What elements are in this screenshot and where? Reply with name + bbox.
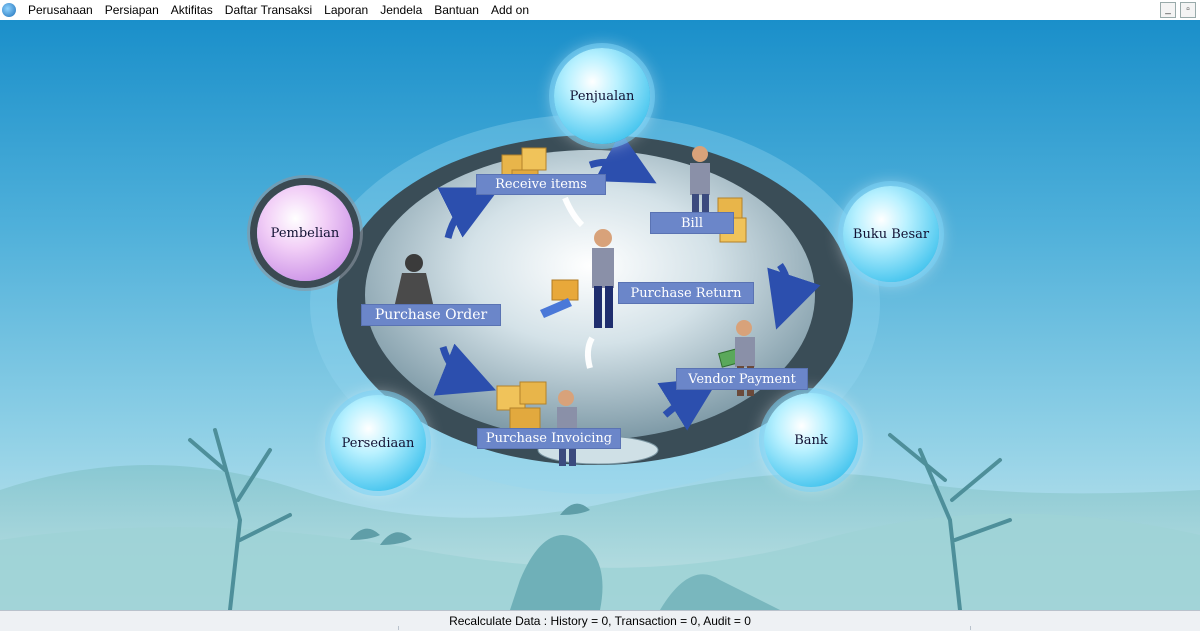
module-pembelian-label: Pembelian [270,225,340,241]
status-bar: Recalculate Data : History = 0, Transact… [0,610,1200,631]
flow-arrows [433,132,821,431]
window-controls: _ ▫ [1160,2,1196,18]
rock-center [660,574,780,610]
module-penjualan-button[interactable]: Penjualan [554,48,650,144]
person-center-icon [540,229,614,328]
rock-left [510,535,603,610]
vendor-payment-button[interactable]: Vendor Payment [676,368,808,390]
module-buku-besar-label: Buku Besar [852,226,930,242]
status-divider [970,626,971,630]
tree-right [888,433,1012,610]
module-persediaan-label: Persediaan [341,435,415,451]
ground-foreground [0,513,1200,610]
purchase-order-button[interactable]: Purchase Order [361,304,501,326]
status-text: Recalculate Data : History = 0, Transact… [449,614,751,628]
module-pembelian-button[interactable]: Pembelian [257,185,353,281]
menu-aktifitas[interactable]: Aktifitas [170,3,213,17]
module-buku-besar-button[interactable]: Buku Besar [843,186,939,282]
menu-perusahaan[interactable]: Perusahaan [28,3,93,17]
boxes-invoice-icon [496,381,547,433]
person-phone-icon [394,254,434,308]
purchase-invoicing-button[interactable]: Purchase Invoicing [477,428,621,449]
workflow-canvas: Penjualan Pembelian Buku Besar Persediaa… [0,20,1200,610]
menu-bantuan[interactable]: Bantuan [434,3,479,17]
birds [350,503,590,545]
receive-items-button[interactable]: Receive items [476,174,606,195]
minimize-button[interactable]: _ [1160,2,1176,18]
menu-add-on[interactable]: Add on [490,3,530,17]
menu-jendela[interactable]: Jendela [380,3,423,17]
module-persediaan-button[interactable]: Persediaan [330,395,426,491]
module-bank-button[interactable]: Bank [764,393,858,487]
return-arrows [562,196,595,369]
module-bank-label: Bank [794,432,828,448]
module-penjualan-label: Penjualan [569,88,635,104]
menu-persiapan[interactable]: Persiapan [104,3,159,17]
tree-left [188,428,292,610]
restore-button[interactable]: ▫ [1180,2,1196,18]
menu-laporan[interactable]: Laporan [324,3,369,17]
status-divider [398,626,399,630]
app-logo-icon[interactable] [2,3,16,17]
bill-button[interactable]: Bill [650,212,734,234]
person-bill-icon [690,146,710,218]
menu-bar: Perusahaan Persiapan Aktifitas Daftar Tr… [0,0,1200,21]
purchase-return-button[interactable]: Purchase Return [618,282,754,304]
menu-daftar-transaksi[interactable]: Daftar Transaksi [224,3,313,17]
